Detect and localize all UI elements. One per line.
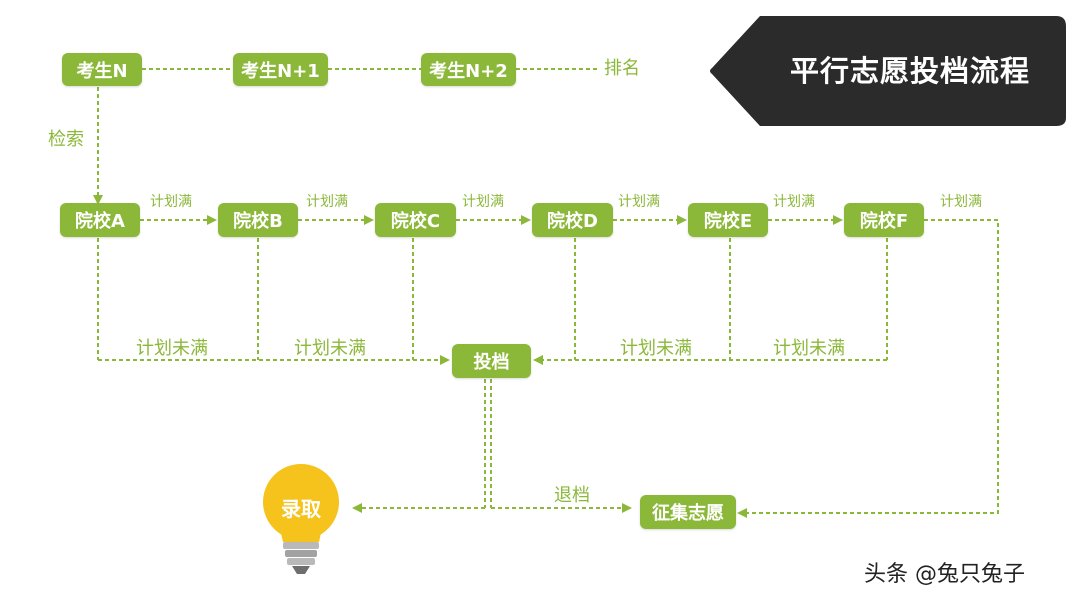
lightbulb-icon [263, 464, 339, 574]
school-e[interactable]: 院校E [688, 203, 768, 237]
plan-not-full-label-3: 计划未满 [620, 338, 692, 359]
page-title: 平行志愿投档流程 [789, 54, 1030, 88]
search-label: 检索 [48, 129, 84, 150]
school-a[interactable]: 院校A [60, 203, 140, 237]
plan-full-label-f: 计划满 [940, 194, 982, 210]
plan-full-label-de: 计划满 [618, 194, 660, 210]
plan-full-to-supplement [737, 219, 999, 518]
withdraw-label: 退档 [554, 485, 590, 506]
student-n[interactable]: 考生N [62, 53, 142, 86]
title-banner [710, 16, 1066, 126]
plan-not-full-label-1: 计划未满 [136, 338, 208, 359]
plan-full-label-ef: 计划满 [773, 194, 815, 210]
school-b[interactable]: 院校B [218, 203, 298, 237]
plan-full-label-bc: 计划满 [306, 194, 348, 210]
plan-not-full-label-2: 计划未满 [294, 338, 366, 359]
student-n-plus-1[interactable]: 考生N+1 [233, 53, 328, 86]
plan-full-label-cd: 计划满 [462, 194, 504, 210]
ranking-label: 排名 [604, 58, 640, 79]
student-n-plus-2[interactable]: 考生N+2 [421, 53, 516, 86]
admission-label: 录取 [281, 497, 321, 521]
supplementary-node[interactable]: 征集志愿 [640, 495, 736, 529]
plan-full-label-ab: 计划满 [150, 194, 192, 210]
plan-not-full-label-4: 计划未满 [773, 338, 845, 359]
watermark: 头条 @兔只兔子 [864, 562, 1025, 587]
school-d[interactable]: 院校D [532, 203, 613, 237]
school-c[interactable]: 院校C [375, 203, 456, 237]
school-f[interactable]: 院校F [844, 203, 924, 237]
filing-node[interactable]: 投档 [452, 344, 531, 378]
